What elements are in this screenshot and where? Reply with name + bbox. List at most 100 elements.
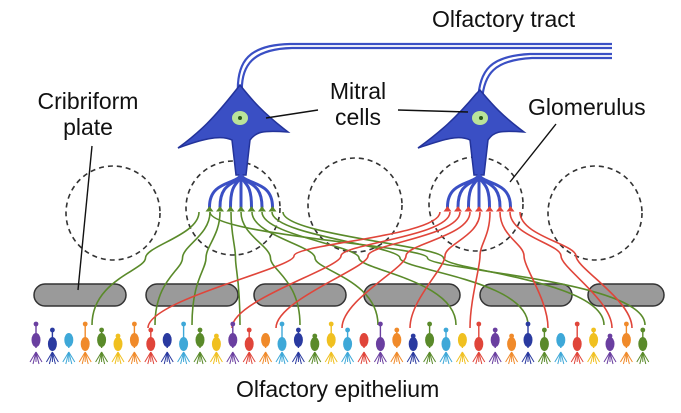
receptor-cilium-20-1 [341,351,349,363]
receptor-body-6 [113,337,123,351]
red-axon-1 [147,211,441,329]
receptor-neuron-5 [95,327,109,365]
receptor-body-36 [605,337,615,351]
receptor-cilium-2-1 [45,351,53,363]
receptor-cilium-4-4 [84,351,89,365]
receptor-knob-15 [263,333,268,339]
receptor-cilium-20-5 [347,351,355,363]
receptor-cilium-34-4 [576,351,581,365]
green-axon-1 [91,211,200,326]
receptor-cilium-29-1 [488,351,496,363]
receptor-knob-18 [312,333,318,339]
leader-lines [77,109,557,291]
receptor-knob-25 [427,321,432,327]
receptor-cilium-5-4 [101,351,106,365]
receptor-knob-31 [525,321,531,327]
receptor-knob-19 [328,321,334,327]
receptor-body-2 [47,337,57,351]
receptor-cilium-36-4 [609,351,614,365]
receptor-cilium-3-4 [68,351,73,365]
receptor-neuron-14 [242,327,256,365]
receptor-neuron-2 [45,327,59,365]
receptor-cilium-32-4 [543,351,548,365]
receptor-cilium-3-5 [68,351,76,363]
receptor-cilium-36-5 [609,351,617,363]
green-axon-5 [240,211,301,326]
receptor-cilium-29-4 [494,351,499,365]
receptor-cilium-13-5 [232,351,240,363]
green-axon-10 [209,211,646,326]
receptor-body-30 [507,337,517,351]
receptor-cilium-3-1 [62,351,70,363]
receptor-cilium-27-4 [461,351,466,365]
receptor-cilium-35-1 [587,351,595,363]
receptor-body-17 [293,333,303,347]
receptor-knob-37 [624,321,629,327]
receptor-cilium-26-5 [445,351,453,363]
receptor-neuron-20 [341,327,355,365]
glomerulus-circle-3 [307,157,403,253]
glomerulus-circle-5 [547,165,643,261]
dendrite-1-7 [239,173,274,209]
receptor-body-32 [539,337,549,351]
receptor-body-31 [523,333,533,347]
label-cribriform-plate: Cribriform plate [28,88,148,140]
receptor-neuron-1 [29,321,43,365]
receptor-cilium-24-5 [412,351,420,363]
receptor-cilium-6-5 [117,351,125,363]
receptor-cilium-13-1 [226,351,234,363]
plate-segment-2 [145,283,239,307]
receptor-cilium-17-5 [297,351,305,363]
label-glomerulus: Glomerulus [528,94,646,120]
receptor-body-28 [474,337,484,351]
receptor-body-22 [375,337,385,351]
receptor-knob-8 [148,327,154,333]
receptor-knob-13 [230,321,236,327]
receptor-body-25 [425,333,435,347]
terminal-1-6 [258,206,266,212]
receptor-cilium-10-4 [183,351,188,365]
receptor-neuron-19 [324,321,338,365]
mitral-cell-1 [177,83,291,176]
receptor-cilium-16-4 [281,351,286,365]
axon-terminals [205,206,515,212]
receptor-knob-20 [345,327,350,333]
receptor-cilium-15-4 [265,351,270,365]
terminal-2-2 [454,206,462,212]
label-olfactory-epithelium: Olfactory epithelium [236,376,440,402]
red-axon-5 [409,211,481,329]
receptor-knob-30 [509,333,514,339]
receptor-knob-16 [279,321,285,327]
receptor-cilium-4-1 [78,351,86,363]
receptor-knob-29 [492,327,498,333]
plate-segment-6 [587,283,665,307]
receptor-knob-27 [460,333,465,339]
receptor-cilium-37-4 [625,351,630,365]
receptor-cilium-12-5 [215,351,223,363]
receptor-neuron-4 [78,321,92,365]
receptor-neuron-37 [619,321,633,365]
red-axons [147,211,633,329]
receptor-neuron-16 [275,321,289,365]
receptor-neuron-29 [488,327,502,365]
receptor-knob-38 [640,327,646,333]
receptor-cilium-32-5 [543,351,551,363]
receptor-cilium-6-4 [117,351,122,365]
receptor-cilium-1-1 [29,351,37,363]
receptor-body-34 [572,337,582,351]
red-axon-2 [231,211,451,329]
receptor-neuron-24 [406,333,420,365]
receptor-knob-5 [99,327,104,333]
receptor-cilium-16-5 [281,351,289,363]
receptor-cilium-37-5 [625,351,633,363]
receptor-cilium-12-1 [209,351,217,363]
receptor-knob-12 [214,333,219,339]
receptor-cilium-9-1 [160,351,168,363]
receptor-body-26 [441,337,451,351]
receptor-neuron-18 [308,333,322,365]
receptor-cilium-8-5 [150,351,158,363]
receptor-body-13 [228,333,238,347]
receptor-cilium-21-5 [363,351,371,363]
receptor-cilium-32-1 [537,351,545,363]
